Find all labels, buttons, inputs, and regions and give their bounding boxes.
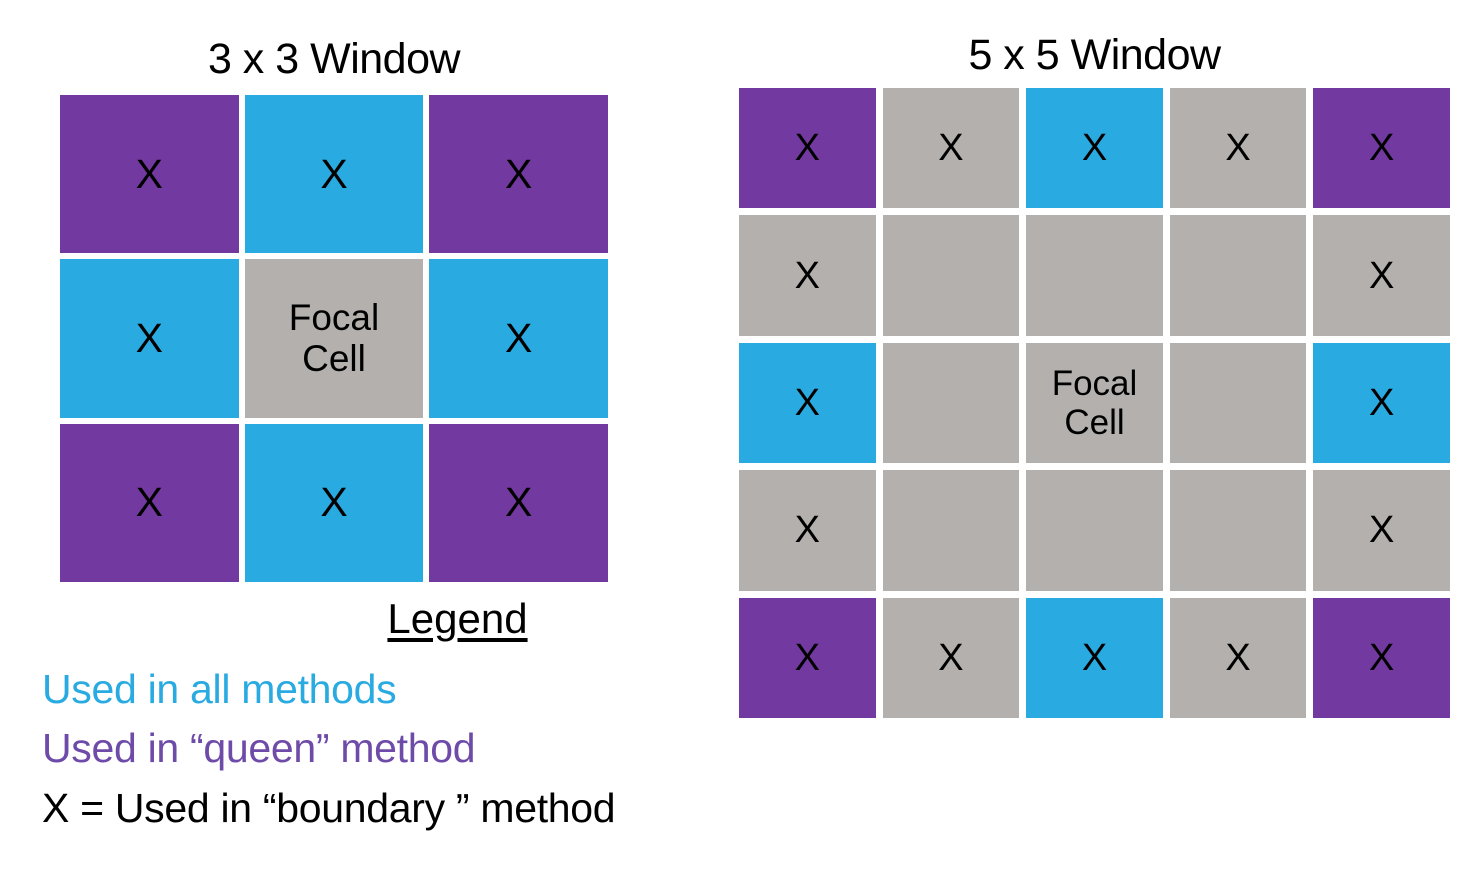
grid-cell-r1-c3: X xyxy=(429,95,608,254)
grid-cell-r3-c1: X xyxy=(60,423,239,582)
grid-cell-r4-c3 xyxy=(1026,470,1163,591)
grid-cell-r1-c2: X xyxy=(244,95,424,254)
focal-cell-label: Focal Cell xyxy=(288,297,380,380)
cell-x-mark: X xyxy=(1369,636,1395,679)
grid-cell-r1-c4: X xyxy=(1169,88,1307,209)
grid-cell-r3-c1: X xyxy=(739,342,876,464)
cell-x-mark: X xyxy=(320,479,348,526)
grid-cell-r2-c5: X xyxy=(1313,215,1450,336)
cell-x-mark: X xyxy=(794,127,820,170)
cell-x-mark: X xyxy=(1081,127,1108,170)
panel-title-5x5: 5 x 5 Window xyxy=(968,31,1221,79)
grid-cell-r2-c2 xyxy=(882,215,1020,336)
cell-x-mark: X xyxy=(1081,636,1108,679)
grid-cell-r2-c4 xyxy=(1169,215,1307,336)
grid-cell-r3-c2: X xyxy=(244,423,424,582)
cell-x-mark: X xyxy=(794,636,820,679)
focal-cell: Focal Cell xyxy=(244,259,424,418)
cell-x-mark: X xyxy=(1369,509,1395,552)
grid-cell-r1-c1: X xyxy=(739,88,876,209)
grid-cell-r5-c5: X xyxy=(1313,597,1450,718)
grid-cell-r5-c1: X xyxy=(739,597,876,718)
grid-cell-r3-c5: X xyxy=(1313,342,1450,464)
grid-cell-r5-c3: X xyxy=(1026,597,1163,718)
grid-cell-r4-c2 xyxy=(882,470,1020,591)
cell-x-mark: X xyxy=(794,381,820,424)
grid-cell-r3-c4 xyxy=(1169,342,1307,464)
cell-x-mark: X xyxy=(320,150,348,197)
grid-cell-r2-c1: X xyxy=(60,259,239,418)
cell-x-mark: X xyxy=(135,479,163,526)
grid-cell-r1-c1: X xyxy=(60,95,239,254)
cell-x-mark: X xyxy=(1369,254,1395,297)
legend-entry-0: Used in all methods xyxy=(42,666,397,712)
grid-cell-r4-c1: X xyxy=(739,470,876,591)
grid-cell-r2-c3 xyxy=(1026,215,1163,336)
legend-heading: Legend xyxy=(387,595,528,642)
cell-x-mark: X xyxy=(135,150,163,197)
grid-cell-r2-c1: X xyxy=(739,215,876,336)
cell-x-mark: X xyxy=(794,509,820,552)
cell-x-mark: X xyxy=(504,314,533,361)
grid-cell-r5-c2: X xyxy=(882,597,1020,718)
grid-cell-r5-c4: X xyxy=(1169,597,1307,718)
legend-entry-2: X = Used in “boundary ” method xyxy=(42,784,616,831)
focal-cell-label: Focal Cell xyxy=(1051,363,1138,442)
focal-cell: Focal Cell xyxy=(1026,342,1163,464)
cell-x-mark: X xyxy=(1225,127,1251,170)
cell-x-mark: X xyxy=(938,636,964,679)
cell-x-mark: X xyxy=(1369,381,1395,424)
cell-x-mark: X xyxy=(1225,636,1251,679)
cell-x-mark: X xyxy=(1369,127,1395,170)
panel-title-3x3: 3 x 3 Window xyxy=(207,35,461,83)
cell-x-mark: X xyxy=(794,254,820,297)
legend-entry-1: Used in “queen” method xyxy=(42,725,476,772)
cell-x-mark: X xyxy=(135,314,163,361)
grid-cell-r3-c3: X xyxy=(429,423,608,582)
cell-x-mark: X xyxy=(504,150,533,197)
grid-cell-r4-c4 xyxy=(1169,470,1307,591)
grid-cell-r1-c5: X xyxy=(1313,88,1450,209)
grid-cell-r4-c5: X xyxy=(1313,470,1450,591)
grid-cell-r3-c2 xyxy=(882,342,1020,464)
cell-x-mark: X xyxy=(938,127,964,170)
grid-cell-r1-c2: X xyxy=(882,88,1020,209)
grid-cell-r1-c3: X xyxy=(1026,88,1163,209)
cell-x-mark: X xyxy=(504,479,533,526)
grid-cell-r2-c3: X xyxy=(429,259,608,418)
